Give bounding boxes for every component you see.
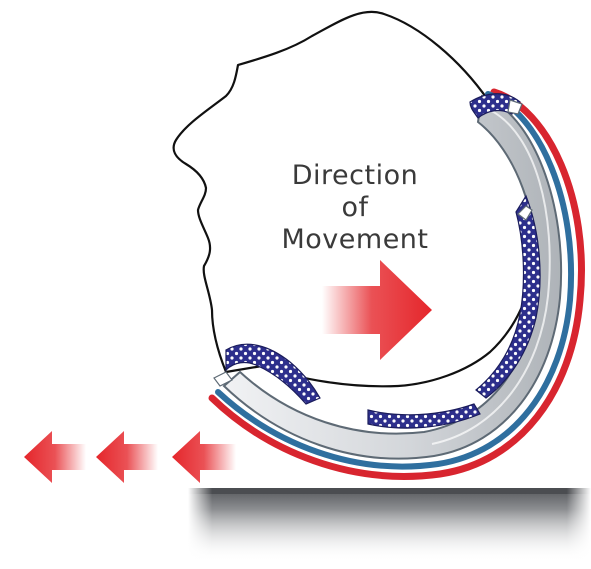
- helmet-shell-highlight: [431, 109, 551, 445]
- direction-label-line2: of: [341, 192, 369, 223]
- direction-label-line3: Movement: [281, 224, 428, 255]
- arrow-left-icon: [96, 431, 158, 483]
- direction-label-line1: Direction: [292, 160, 418, 191]
- helmet-outer-blue-edge: [215, 91, 574, 470]
- helmet-clip-top: [507, 99, 523, 115]
- helmet-foam-left: [225, 343, 321, 405]
- ground-surface: [188, 488, 591, 562]
- head-outline: [172, 10, 538, 388]
- arrow-left-icon: [24, 431, 86, 483]
- helmet-foam-right: [475, 194, 541, 399]
- arrow-right-icon: [322, 260, 432, 360]
- helmet-clip-mid: [517, 205, 533, 221]
- arrow-left-icon: [172, 431, 236, 483]
- helmet-outer-red-edge: [208, 88, 585, 480]
- helmet-foam-bottom: [367, 403, 481, 429]
- helmet-clip-left: [213, 371, 233, 387]
